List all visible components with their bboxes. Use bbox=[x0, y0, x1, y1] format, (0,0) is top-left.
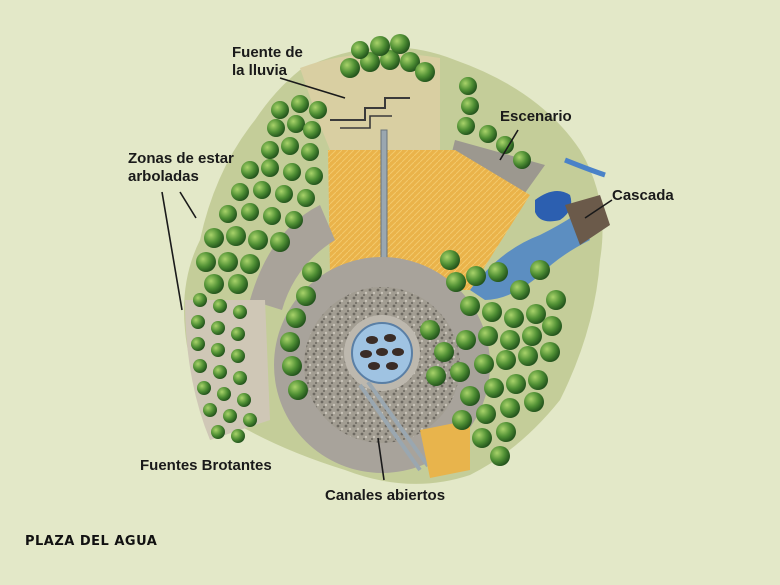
leader-lines bbox=[161, 77, 613, 481]
fountain-stones bbox=[360, 334, 404, 370]
label-fuente-lluvia: Fuente de la lluvia bbox=[232, 44, 303, 79]
cascade-rocks bbox=[565, 195, 610, 245]
tree-group-southwest bbox=[191, 293, 257, 443]
tree-group-east bbox=[420, 250, 566, 466]
rain-fountain-steps bbox=[330, 97, 410, 121]
tree-group-west bbox=[196, 95, 327, 400]
cascade-pond bbox=[535, 191, 572, 222]
label-fuentes-brotantes: Fuentes Brotantes bbox=[140, 457, 272, 474]
stage-area bbox=[450, 140, 545, 200]
label-escenario: Escenario bbox=[500, 108, 572, 125]
plan-caption: PLAZA DEL AGUA bbox=[25, 534, 158, 549]
label-cascada: Cascada bbox=[612, 187, 674, 204]
tree-group-northeast bbox=[457, 77, 531, 169]
rain-fountain-lawn bbox=[300, 53, 440, 150]
west-promenade bbox=[250, 205, 335, 310]
label-canales-abiertos: Canales abiertos bbox=[325, 487, 446, 504]
label-zonas-estar: Zonas de estar arboladas bbox=[128, 150, 234, 185]
south-sand-strip bbox=[420, 420, 470, 478]
sand-plaza bbox=[328, 150, 530, 290]
tree-group-north bbox=[340, 34, 435, 82]
open-channels bbox=[358, 380, 430, 472]
